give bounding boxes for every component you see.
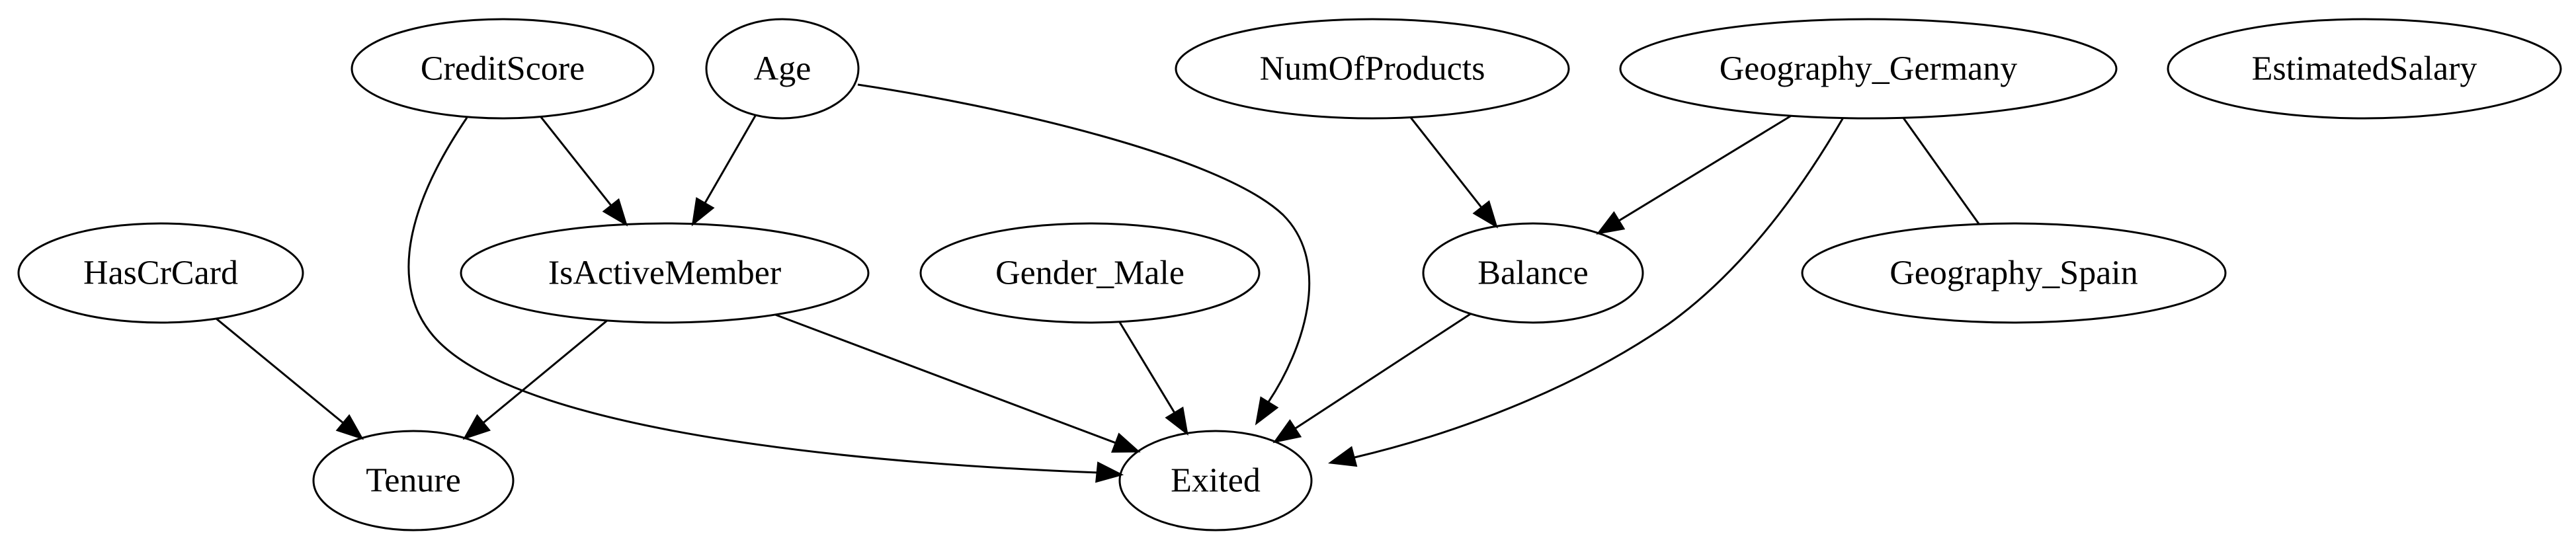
node-geography_spain: Geography_Spain <box>1801 222 2227 324</box>
edge-line <box>1293 313 1472 430</box>
arrowhead <box>1272 419 1302 444</box>
edges-layer <box>216 83 1980 483</box>
arrowhead <box>1472 200 1498 229</box>
node-balance: Balance <box>1422 222 1644 324</box>
node-geography_germany: Geography_Germany <box>1619 18 2118 120</box>
edge-line <box>1409 116 1483 210</box>
node-age: Age <box>705 18 860 120</box>
edge-numofproducts-to-balance <box>1409 116 1498 229</box>
node-label: IsActiveMember <box>548 254 781 292</box>
arrowhead <box>1165 406 1188 436</box>
edge-line <box>1902 117 1980 225</box>
edge-hascrcard-to-tenure <box>216 317 364 440</box>
node-estimatedsalary: EstimatedSalary <box>2167 18 2562 120</box>
edge-line <box>1118 321 1177 415</box>
node-ellipse <box>1422 222 1644 324</box>
node-label: Age <box>754 50 811 88</box>
node-tenure: Tenure <box>312 430 515 531</box>
node-label: Gender_Male <box>995 254 1184 292</box>
node-ellipse <box>351 18 655 120</box>
edge-isactivemember-to-exited <box>774 313 1141 453</box>
node-isactivemember: IsActiveMember <box>460 222 870 324</box>
node-label: EstimatedSalary <box>2252 50 2477 88</box>
edge-balance-to-exited <box>1272 313 1472 444</box>
edge-line <box>407 117 1099 474</box>
arrowhead <box>602 198 628 227</box>
arrowhead <box>462 414 491 440</box>
edge-geography_germany-to-geography_spain <box>1902 117 1980 225</box>
edge-line <box>857 83 1311 403</box>
edge-line <box>540 116 613 208</box>
edge-age-to-isactivemember <box>691 114 757 227</box>
node-creditscore: CreditScore <box>351 18 655 120</box>
edge-line <box>703 114 757 206</box>
node-gender_male: Gender_Male <box>919 222 1261 324</box>
node-ellipse <box>1175 18 1570 120</box>
node-numofproducts: NumOfProducts <box>1175 18 1570 120</box>
node-label: Balance <box>1477 254 1588 292</box>
edge-isactivemember-to-tenure <box>462 319 608 440</box>
node-label: Geography_Germany <box>1720 50 2018 88</box>
node-ellipse <box>1118 430 1313 531</box>
node-ellipse <box>460 222 870 324</box>
node-ellipse <box>705 18 860 120</box>
node-label: Geography_Spain <box>1890 254 2138 292</box>
edge-line <box>1354 117 1845 459</box>
edge-geography_germany-to-exited <box>1327 117 1845 467</box>
edge-gender_male-to-exited <box>1118 321 1188 436</box>
arrowhead <box>1095 461 1124 483</box>
node-ellipse <box>1801 222 2227 324</box>
node-label: NumOfProducts <box>1260 50 1485 88</box>
node-label: HasCrCard <box>83 254 238 292</box>
node-label: CreditScore <box>421 50 585 88</box>
node-ellipse <box>17 222 304 324</box>
arrowhead <box>691 197 715 227</box>
edge-line <box>216 317 345 425</box>
arrowhead <box>1255 396 1279 426</box>
node-exited: Exited <box>1118 430 1313 531</box>
node-hascrcard: HasCrCard <box>17 222 304 324</box>
arrowhead <box>1111 432 1141 453</box>
node-ellipse <box>1619 18 2118 120</box>
edge-line <box>774 313 1118 445</box>
node-label: Exited <box>1171 462 1261 500</box>
node-label: Tenure <box>366 462 461 500</box>
edge-geography_germany-to-balance <box>1596 114 1792 235</box>
node-ellipse <box>919 222 1261 324</box>
edge-line <box>1617 114 1792 223</box>
edge-line <box>481 319 608 425</box>
node-ellipse <box>2167 18 2562 120</box>
edge-creditscore-to-isactivemember <box>540 116 628 227</box>
nodes-layer: CreditScore Age NumOfProducts Geography_Ger… <box>17 18 2562 531</box>
edge-age-to-exited <box>857 83 1311 426</box>
node-ellipse <box>312 430 515 531</box>
arrowhead <box>1596 211 1626 235</box>
arrowhead <box>335 414 364 440</box>
arrowhead <box>1327 446 1358 467</box>
edge-creditscore-to-exited <box>407 117 1124 483</box>
